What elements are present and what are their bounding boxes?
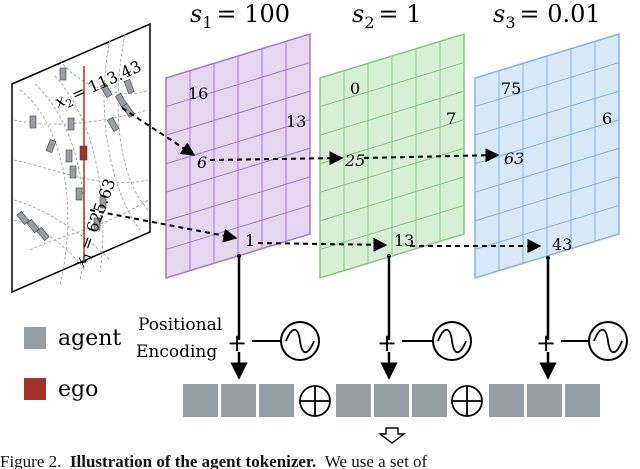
caption-prefix: Figure 2. [0, 452, 62, 469]
agent-boxes [16, 67, 135, 241]
cell-value: 13 [286, 112, 306, 131]
token-sequence [183, 384, 600, 417]
grid-line [165, 119, 311, 165]
token [221, 384, 256, 417]
grid-line [474, 62, 620, 108]
scale-title-3: s3= 0.01 [493, 0, 601, 32]
concat-symbol [299, 385, 331, 417]
grid-line [474, 147, 620, 193]
svg-text:+: + [536, 329, 556, 357]
grid-line [319, 62, 465, 108]
grid-line [474, 176, 620, 222]
grid-line [165, 90, 311, 136]
cell-value: 6 [197, 153, 207, 172]
legend-ego-label: ego [58, 377, 98, 402]
concat-symbol [451, 385, 483, 417]
grid-line [319, 204, 465, 250]
svg-text:s3= 0.01: s3= 0.01 [493, 0, 601, 32]
grid-line [474, 204, 620, 250]
down-arrow-icon [377, 427, 407, 444]
token [374, 384, 409, 417]
cell-value: 43 [552, 235, 572, 254]
cell-value: 75 [501, 79, 521, 98]
legend-agent-label: agent [58, 326, 121, 351]
cell-value: 6 [602, 109, 612, 128]
token [527, 384, 562, 417]
grid-line [165, 147, 311, 193]
cell-value: 0 [350, 79, 360, 98]
figure-caption: Figure 2. Illustration of the agent toke… [0, 452, 640, 469]
token [183, 384, 218, 417]
legend-agent-swatch [24, 327, 46, 349]
scale-grid-3: 75 6 63 43 [474, 32, 620, 280]
pos-encoding-2: + [377, 321, 472, 380]
token [412, 384, 447, 417]
ego-box [79, 145, 88, 161]
positional-label-line2: Encoding [136, 342, 217, 362]
scale-grid-1: 16 13 6 1 [165, 32, 311, 280]
legend: agent ego [24, 326, 121, 402]
lane-lines [13, 33, 149, 286]
cell-value: 25 [344, 151, 365, 170]
token [259, 384, 294, 417]
cell-value: 13 [394, 231, 414, 250]
mapping-arrows [89, 107, 542, 253]
grid-line [165, 204, 311, 250]
pos-encoding-3: + [536, 321, 628, 380]
scene-map: x2= 113.43 x1= 625.63 [11, 22, 151, 294]
grid-line [319, 176, 465, 222]
scale-title-2: s2= 1 [352, 0, 422, 32]
pos-encoding-1: + [227, 321, 320, 380]
anchor-dots [237, 254, 550, 260]
scale-title-1: s1= 100 [190, 0, 290, 32]
caption-rest: We use a set of [324, 452, 428, 469]
grid-line [474, 90, 620, 136]
agent-tokenizer-figure: s1= 100 s2= 1 s3= 0.01 [11, 0, 628, 444]
cell-value: 1 [245, 231, 255, 250]
svg-text:+: + [377, 329, 397, 357]
vertical-connectors [237, 258, 550, 340]
grid-line [165, 62, 311, 108]
svg-text:+: + [227, 329, 247, 357]
grid-line [319, 90, 465, 136]
caption-bold: Illustration of the agent tokenizer. [69, 452, 317, 469]
token [565, 384, 600, 417]
grid-line [165, 176, 311, 222]
cell-value: 7 [446, 109, 456, 128]
token [489, 384, 524, 417]
cell-value: 63 [504, 149, 524, 168]
positional-label-line1: Positional [138, 315, 222, 335]
grid-line [319, 119, 465, 165]
svg-text:s2= 1: s2= 1 [352, 0, 422, 32]
svg-text:s1= 100: s1= 100 [190, 0, 290, 32]
legend-ego-swatch [24, 378, 46, 400]
token [336, 384, 371, 417]
cell-value: 16 [188, 84, 208, 103]
scale-grid-2: 0 7 25 13 [319, 32, 465, 280]
